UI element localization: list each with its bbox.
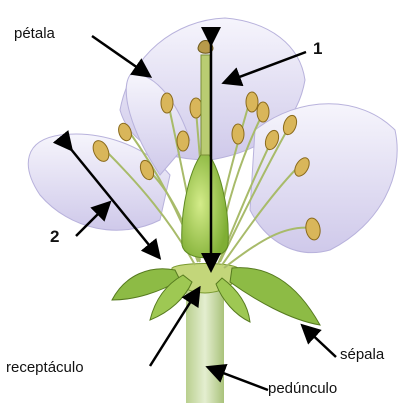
label-peduncle: pedúnculo <box>268 381 337 396</box>
label-number-1: 1 <box>313 40 322 57</box>
style <box>201 55 210 155</box>
label-number-2: 2 <box>50 228 59 245</box>
label-sepal: sépala <box>340 347 384 362</box>
label-petal: pétala <box>14 26 55 41</box>
petal-right <box>250 104 397 253</box>
arrow-sepala <box>304 327 336 357</box>
label-receptacle: receptáculo <box>6 360 84 375</box>
ovary <box>182 150 229 258</box>
arrow-petala <box>92 36 148 75</box>
stem <box>186 285 224 403</box>
